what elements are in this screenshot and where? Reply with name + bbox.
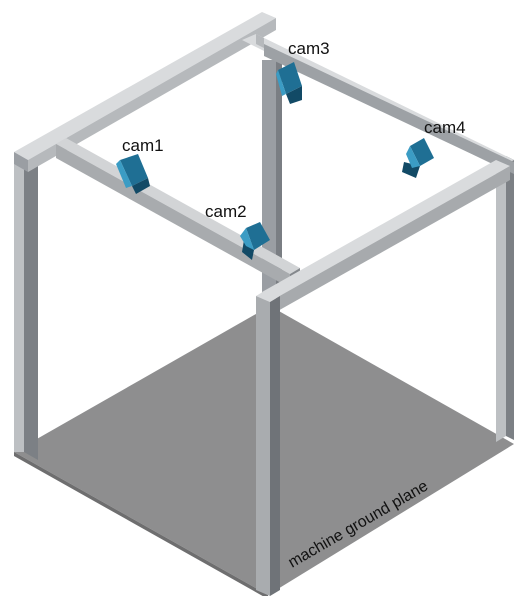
beam-front-right [262,160,510,312]
beam-back-right [242,34,514,174]
camera-icon [402,138,434,178]
camera-icon [240,222,270,260]
cam3-label: cam3 [288,39,330,58]
cam1-label: cam1 [122,136,164,155]
beam-back-left [14,12,276,172]
post-front [256,290,280,596]
post-right [496,156,514,442]
cam4-label: cam4 [424,118,466,137]
post-back [262,57,282,296]
ground-plane-edge [14,452,268,596]
camera-icon [116,154,150,194]
camera-icon [276,62,302,104]
post-left [14,160,38,460]
cam2-label: cam2 [205,202,247,221]
